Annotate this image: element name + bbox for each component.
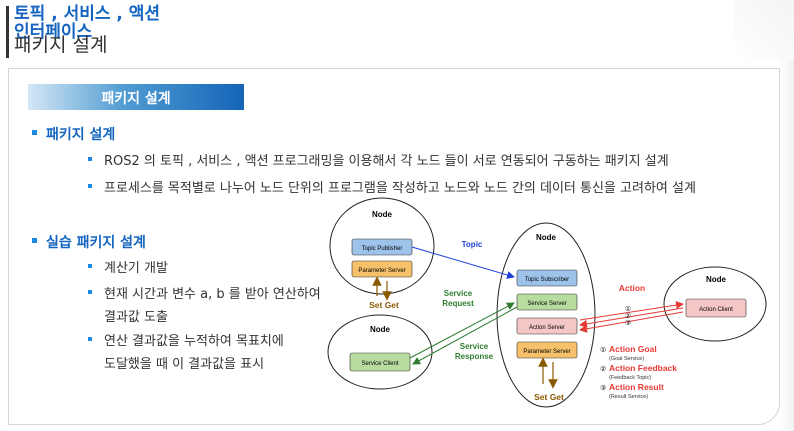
action-client-label: Action Client xyxy=(699,307,733,313)
bullet-marker xyxy=(88,157,92,161)
section-header: 패키지 설계 xyxy=(28,84,244,110)
bullet-marker xyxy=(88,290,92,294)
practice-item-2-line1: 현재 시간과 변수 a, b 를 받아 연산하여 xyxy=(104,287,321,302)
parameter-server-label-center: Parameter Server xyxy=(523,349,570,355)
bullet-marker xyxy=(88,337,92,341)
set-get-label-center: Set Get xyxy=(534,392,564,402)
parameter-server-label-left: Parameter Server xyxy=(358,268,405,274)
topic-subscriber-label: Topic Subscriber xyxy=(525,277,569,283)
practice-item-3-line1: 연산 결과값을 누적하여 목표치에 xyxy=(104,334,284,349)
legend-goal: Action Goal xyxy=(609,344,657,354)
parameter-server-box-left xyxy=(351,260,413,278)
service-response-label-1: Service xyxy=(460,342,489,351)
corner-decoration xyxy=(734,0,794,60)
page-title-line2: 인터페이스 xyxy=(14,22,93,42)
action-goal-arrow xyxy=(579,301,684,321)
bullet-marker xyxy=(32,238,37,243)
bullet-heading-practice: 실습 패키지 설계 xyxy=(46,235,146,251)
bullet-marker xyxy=(88,264,92,268)
node-label: Node xyxy=(536,233,557,242)
service-response-label-2: Response xyxy=(455,352,494,361)
legend-goal-sub: (Goal Service) xyxy=(609,356,644,362)
service-client-label: Service Client xyxy=(361,361,398,367)
practice-item-1: 계산기 개발 xyxy=(104,261,168,276)
legend-num-3: ③ xyxy=(600,384,606,392)
action-server-label: Action Server xyxy=(529,325,565,331)
section-header-label: 패키지 설계 xyxy=(101,91,171,107)
node-label: Node xyxy=(370,325,391,334)
legend-result-sub: (Result Service) xyxy=(609,394,648,400)
service-response-arrow xyxy=(412,306,518,365)
service-server-box xyxy=(516,293,578,311)
bullet-marker xyxy=(88,184,92,188)
service-client-box xyxy=(349,352,411,372)
action-num-3: ③ xyxy=(625,319,631,327)
action-server-box xyxy=(516,317,578,335)
action-num-2: ② xyxy=(625,312,631,320)
title-accent-bar xyxy=(6,6,9,58)
action-feedback-arrow xyxy=(579,307,684,328)
bullet-text-1: ROS2 의 토픽 , 서비스 , 액션 프로그래밍을 이용해서 각 노드 들이… xyxy=(104,154,669,169)
node-label: Node xyxy=(372,210,393,219)
bullet-text-2: 프로세스를 목적별로 나누어 노드 단위의 프로그램을 작성하고 노드와 노드 … xyxy=(104,181,696,196)
legend-num-1: ① xyxy=(600,346,606,354)
bullet-heading-design: 패키지 설계 xyxy=(46,127,116,143)
page-title-line1: 토픽 , 서비스 , 액션 xyxy=(14,4,161,24)
topic-publisher-label: Topic Publisher xyxy=(362,246,403,252)
legend-num-2: ② xyxy=(600,365,606,373)
action-label: Action xyxy=(619,283,645,293)
service-request-label-1: Service xyxy=(444,289,473,298)
bullet-marker xyxy=(32,130,37,135)
node-label: Node xyxy=(706,275,727,284)
legend-feedback: Action Feedback xyxy=(609,363,677,373)
legend-feedback-sub: (Feedback Topic) xyxy=(609,375,651,381)
service-request-arrow xyxy=(409,302,515,359)
node-center-ellipse xyxy=(496,222,596,408)
practice-item-2-line2: 결과값 도출 xyxy=(104,310,168,325)
practice-item-3-line2: 도달했을 때 이 결과값을 표시 xyxy=(104,357,265,372)
action-client-box xyxy=(685,298,747,318)
page-subtitle: 패키지 설계 xyxy=(14,34,108,56)
service-server-label: Service Server xyxy=(527,301,566,307)
action-result-arrow xyxy=(579,311,684,333)
topic-subscriber-box xyxy=(516,269,578,287)
topic-label: Topic xyxy=(462,240,483,249)
set-get-label-left: Set Get xyxy=(369,300,399,310)
edge-decoration xyxy=(780,60,794,431)
legend-result: Action Result xyxy=(609,382,664,392)
service-request-label-2: Request xyxy=(442,299,474,308)
topic-arrow xyxy=(411,246,515,279)
action-num-1: ① xyxy=(625,305,631,313)
